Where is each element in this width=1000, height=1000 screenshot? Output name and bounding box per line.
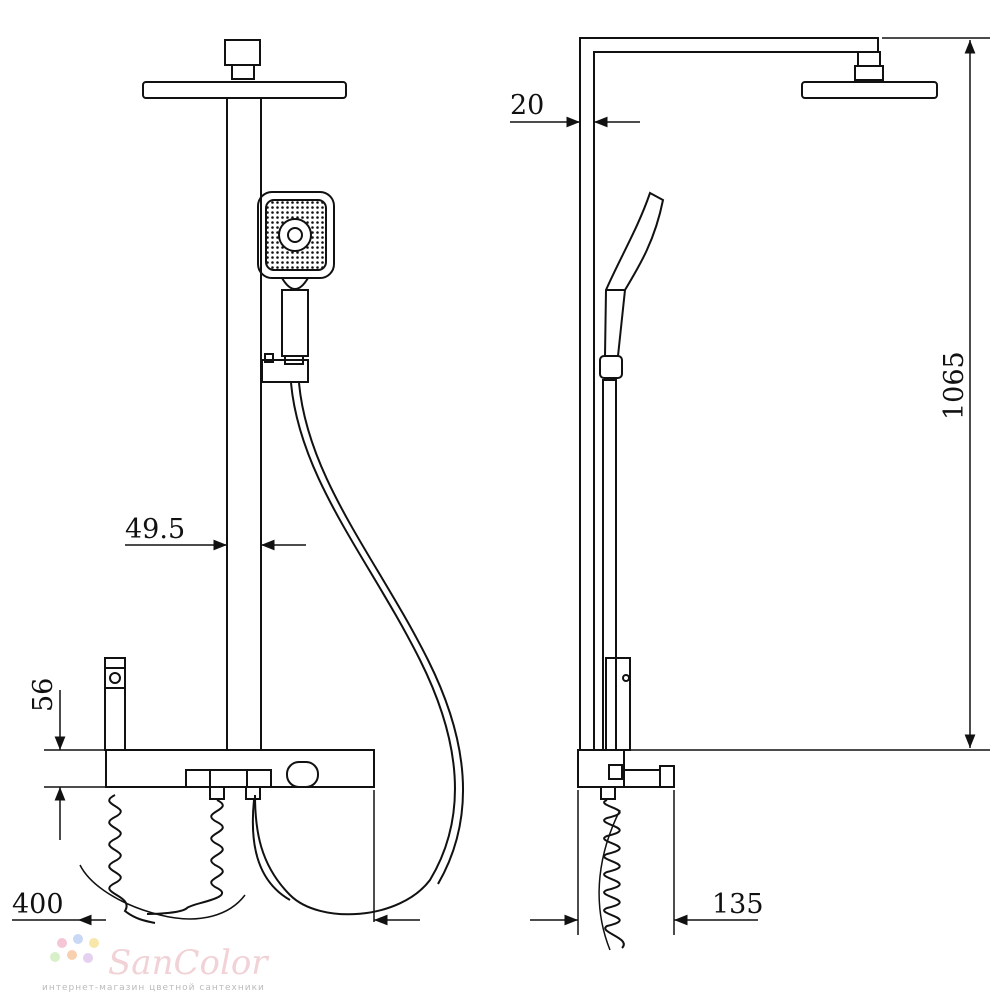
- side-mixer-body: [577, 749, 625, 788]
- front-overhead-shower-head: [142, 81, 347, 99]
- front-view: [79, 39, 464, 924]
- dim-label-pipe-offset: 49.5: [125, 514, 185, 545]
- front-mixer-shelf: [105, 749, 375, 788]
- side-view: [577, 37, 938, 951]
- watermark: SanColor интернет-магазин цветной сантех…: [42, 934, 269, 993]
- dim-label-depth: 135: [712, 889, 764, 920]
- side-overhead-shower-head: [801, 81, 938, 99]
- front-slider-bracket: [261, 359, 309, 383]
- front-coiled-hose-right: [146, 799, 224, 915]
- side-top-arm: [579, 37, 879, 751]
- dim-label-spout-height: 56: [28, 678, 59, 712]
- front-hand-shower: [257, 191, 335, 383]
- front-hose: [254, 382, 456, 916]
- side-coiled-hose: [603, 799, 625, 949]
- front-riser-pipe: [226, 97, 262, 751]
- side-hand-shower: [599, 191, 665, 379]
- front-top-mount: [224, 39, 261, 66]
- side-riser-tube: [602, 379, 617, 751]
- watermark-brand: SanColor: [108, 943, 269, 983]
- dimension-lines: [12, 37, 990, 935]
- dim-label-arm-length: 400: [12, 889, 64, 920]
- front-coiled-hose-left: [108, 794, 156, 924]
- dim-label-height: 1065: [939, 351, 970, 420]
- front-control-buttons: [185, 769, 272, 788]
- dim-label-overhead-offset: 20: [510, 90, 544, 121]
- watermark-tagline: интернет-магазин цветной сантехники: [42, 983, 265, 993]
- front-spout: [104, 657, 126, 751]
- front-round-button: [286, 761, 319, 788]
